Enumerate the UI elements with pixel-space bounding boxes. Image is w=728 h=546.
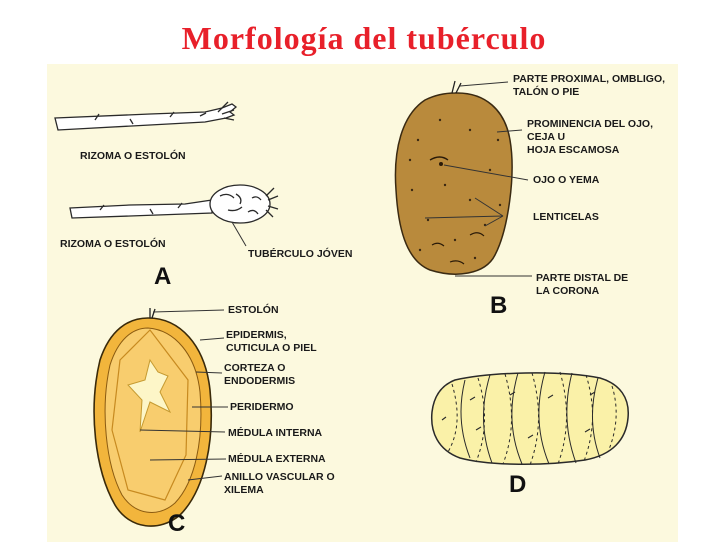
young-tuber-pointer: [231, 221, 247, 247]
stolon-label-1: RIZOMA O ESTOLÓN: [80, 149, 186, 162]
eye-label: OJO O YEMA: [533, 174, 600, 186]
vascular-ring-label-line-1: ANILLO VASCULAR O: [224, 471, 335, 483]
stolon-label-2: RIZOMA O ESTOLÓN: [60, 237, 166, 250]
eye-bud-mark: [439, 162, 443, 166]
panel-d: D: [430, 371, 629, 498]
distal-label-line-1: PARTE DISTAL DE: [536, 272, 628, 284]
tuber-c-inner-medulla: [127, 358, 172, 433]
epidermis-label-line-1: EPIDERMIS,: [226, 329, 287, 341]
vascular-ring-label-line-2: XILEMA: [224, 484, 264, 496]
eyebrow-label-line-1: PROMINENCIA DEL OJO,: [527, 118, 653, 130]
panel-b-pointers: [424, 81, 532, 277]
young-tuber-label: TUBÉRCULO JÓVEN: [248, 247, 352, 260]
eye-marks: [441, 391, 596, 439]
cortex-label-line-1: CORTEZA O: [224, 362, 285, 374]
tuber-d-body: [430, 372, 629, 465]
tuber-b-navel: [451, 80, 462, 94]
stolon-drawing-1: [54, 101, 238, 131]
tuber-c-cortex: [104, 327, 202, 513]
tuber-c-vascular-ring: [111, 329, 189, 501]
panel-a: RIZOMA O ESTOLÓN RIZOMA O ESTOLÓN TUBÉRC…: [54, 101, 352, 290]
panel-b: PARTE PROXIMAL, OMBLIGO, TALÓN O PIE PRO…: [394, 73, 665, 319]
proximal-label-line-1: PARTE PROXIMAL, OMBLIGO,: [513, 73, 665, 85]
tuber-c-stolon-stub: [149, 308, 156, 319]
lenticels-label: LENTICELAS: [533, 211, 599, 223]
eyebrow-label-line-3: HOJA ESCAMOSA: [527, 144, 620, 156]
cortex-label-line-2: ENDODERMIS: [224, 375, 295, 387]
panel-letter-a: A: [154, 263, 171, 290]
page-title: Morfología del tubérculo: [181, 20, 547, 56]
epidermis-label-line-2: CUTICULA O PIEL: [226, 342, 317, 354]
periderm-label: PERIDERMO: [230, 401, 294, 413]
outer-medulla-label: MÉDULA EXTERNA: [228, 452, 326, 465]
eye-brow-mark: [429, 156, 449, 161]
panel-c: ESTOLÓN EPIDERMIS, CUTICULA O PIEL CORTE…: [93, 303, 335, 537]
panel-letter-d: D: [509, 471, 526, 498]
eyebrow-label-line-2: CEJA U: [527, 131, 565, 143]
panel-c-pointers: [139, 309, 228, 481]
panel-letter-c: C: [168, 510, 185, 537]
proximal-label-line-2: TALÓN O PIE: [513, 85, 579, 98]
tuber-b-body: [394, 92, 513, 275]
inner-medulla-label: MÉDULA INTERNA: [228, 426, 323, 439]
stolon-c-label: ESTOLÓN: [228, 303, 279, 316]
distal-label-line-2: LA CORONA: [536, 285, 600, 297]
stolon-drawing-2: [69, 184, 279, 224]
eye-spiral-lines: [447, 371, 617, 466]
lenticel-dots: [408, 118, 502, 260]
panel-letter-b: B: [490, 292, 507, 319]
